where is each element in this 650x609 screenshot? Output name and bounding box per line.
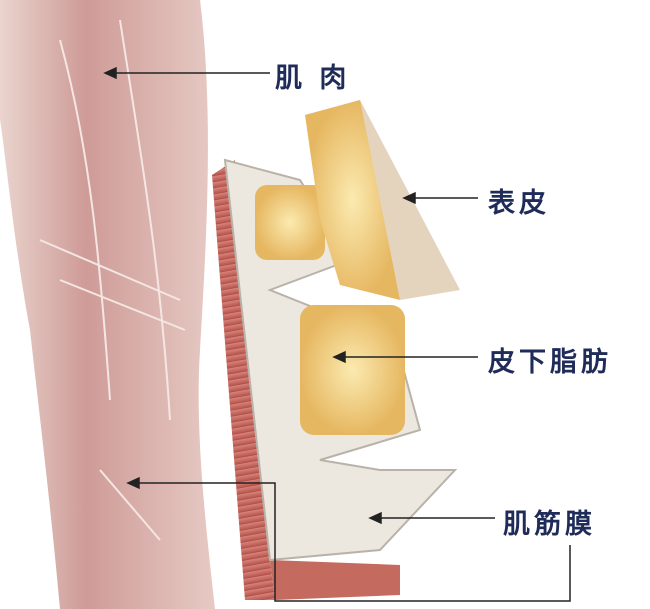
leg-muscle xyxy=(0,0,215,609)
muscle-block xyxy=(212,160,275,600)
label-subcutaneous-fat: 皮下脂肪 xyxy=(488,347,612,378)
fat-block-2 xyxy=(300,305,405,435)
label-muscle: 肌 肉 xyxy=(275,63,351,94)
label-epidermis: 表皮 xyxy=(488,188,550,219)
label-myofascia: 肌筋膜 xyxy=(503,509,596,540)
fat-block-1 xyxy=(255,185,325,260)
